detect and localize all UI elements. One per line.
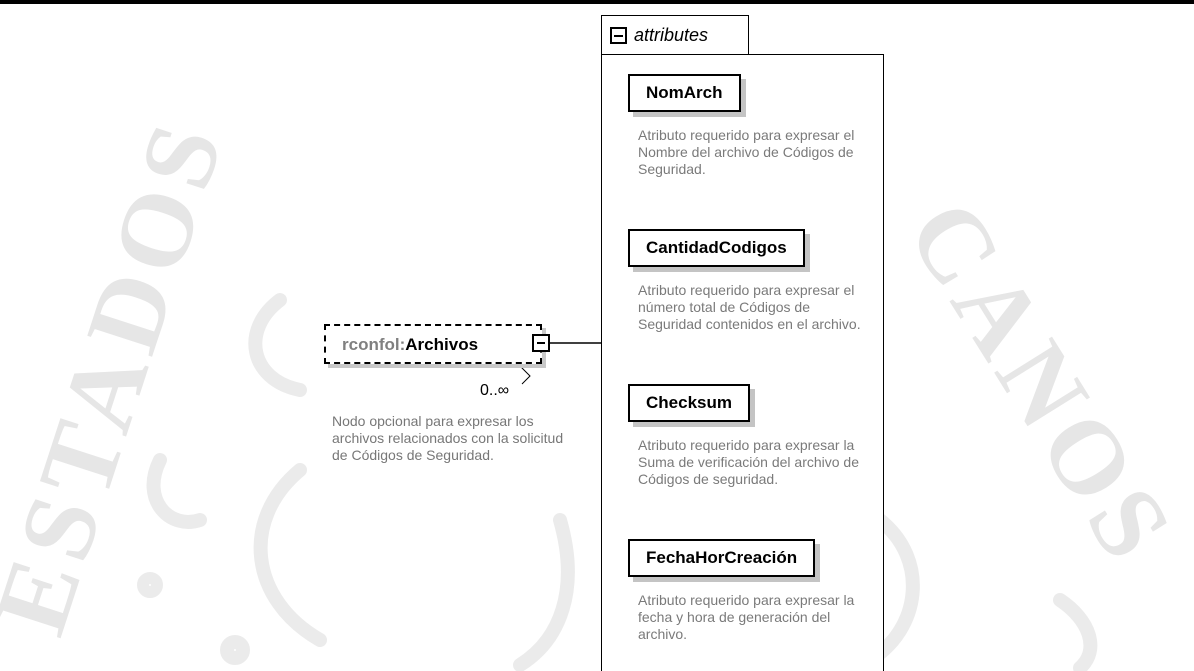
element-archivos[interactable]: rconfol:Archivos bbox=[324, 324, 542, 364]
attribute-name[interactable]: FechaHorCreación bbox=[628, 539, 816, 577]
attribute-checksum: Checksum Atributo requerido para expresa… bbox=[628, 384, 868, 488]
element-local-name: Archivos bbox=[405, 335, 479, 354]
attribute-documentation: Atributo requerido para expresar el núme… bbox=[638, 282, 861, 332]
element-documentation: Nodo opcional para expresar los archivos… bbox=[332, 413, 564, 463]
attributes-tab[interactable]: attributes bbox=[601, 15, 749, 55]
occurrence-tick bbox=[519, 365, 531, 385]
element-name: rconfol:Archivos bbox=[342, 335, 478, 355]
attribute-fechahorcreacion: FechaHorCreación Atributo requerido para… bbox=[628, 539, 868, 643]
element-prefix: rconfol: bbox=[342, 335, 406, 354]
top-rule bbox=[0, 0, 1194, 4]
attributes-label: attributes bbox=[634, 25, 709, 45]
attribute-name[interactable]: CantidadCodigos bbox=[628, 229, 805, 267]
occurrence-label: 0..∞ bbox=[480, 382, 510, 399]
collapse-children-button[interactable] bbox=[532, 334, 550, 352]
attribute-name[interactable]: NomArch bbox=[628, 74, 741, 112]
attribute-documentation: Atributo requerido para expresar el Nomb… bbox=[638, 127, 855, 177]
collapse-attributes-button[interactable] bbox=[610, 27, 627, 44]
attribute-name[interactable]: Checksum bbox=[628, 384, 750, 422]
attribute-nomarch: NomArch Atributo requerido para expresar… bbox=[628, 74, 868, 178]
attribute-documentation: Atributo requerido para expresar la fech… bbox=[638, 592, 855, 642]
attribute-cantidadcodigos: CantidadCodigos Atributo requerido para … bbox=[628, 229, 868, 333]
attribute-documentation: Atributo requerido para expresar la Suma… bbox=[638, 437, 860, 487]
